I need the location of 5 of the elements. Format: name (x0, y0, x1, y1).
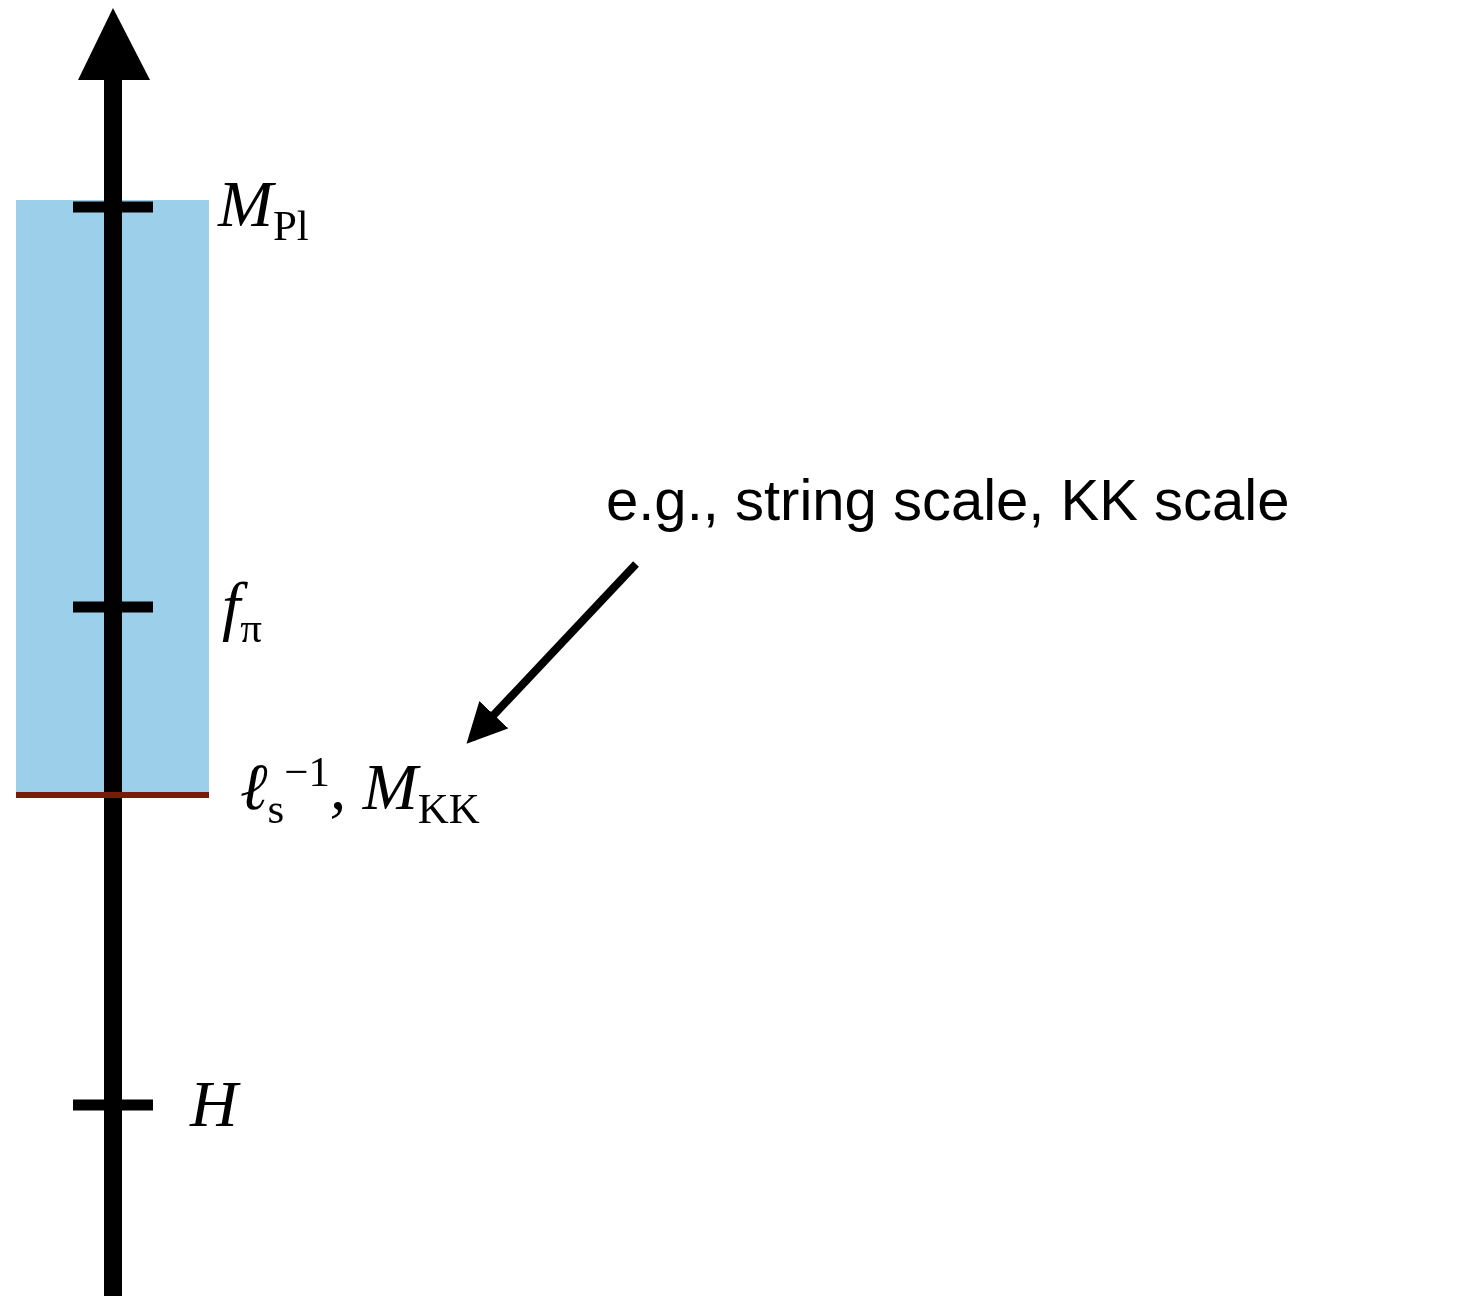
scale-label: M$_{Pl}$ (218, 168, 309, 250)
callout-text: e.g., string scale, KK scale (606, 468, 1290, 532)
leader-arrow (466, 561, 639, 744)
scale-label: ℓ$_{s}$$^{−1}$, M$_{KK}$ (240, 748, 480, 833)
scale-label: f$_{π}$ (222, 570, 262, 652)
